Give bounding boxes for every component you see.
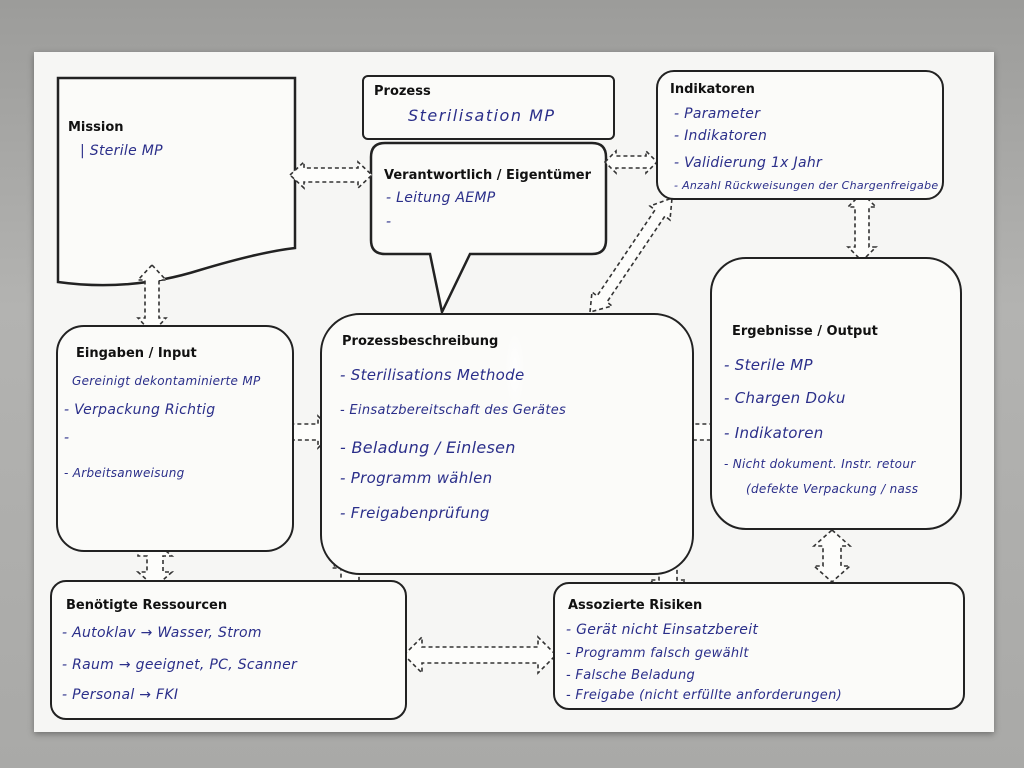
- risiken-item: - Falsche Beladung: [566, 668, 696, 683]
- arrow-indikatoren-ergebnisse: [846, 191, 878, 263]
- ressourcen-title: Benötigte Ressourcen: [66, 598, 228, 613]
- eingaben-item: - Verpackung Richtig: [64, 402, 216, 418]
- prozess-box: [362, 75, 615, 140]
- prozessbeschreibung-item: - Programm wählen: [340, 469, 493, 487]
- verantwortlich-item: -: [386, 214, 392, 230]
- ergebnisse-item: - Nicht dokument. Instr. retour: [724, 457, 916, 471]
- eingaben-title: Eingaben / Input: [76, 346, 197, 361]
- indikatoren-item: - Indikatoren: [674, 128, 768, 144]
- indikatoren-title: Indikatoren: [670, 82, 755, 97]
- ergebnisse-item: - Sterile MP: [724, 356, 813, 374]
- indikatoren-item: - Parameter: [674, 106, 761, 122]
- ressourcen-item: - Personal → FKI: [62, 687, 179, 703]
- verantwortlich-item: - Leitung AEMP: [386, 190, 496, 206]
- arrow-ergebnisse-risiken: [811, 528, 853, 584]
- ergebnisse-item: (defekte Verpackung / nass: [746, 482, 919, 496]
- eingaben-item: Gereinigt dekontaminierte MP: [72, 374, 261, 388]
- ressourcen-item: - Raum → geeignet, PC, Scanner: [62, 657, 298, 673]
- prozessbeschreibung-item: - Beladung / Einlesen: [340, 438, 516, 457]
- verantwortlich-title: Verantwortlich / Eigentümer: [384, 168, 592, 183]
- eingaben-box: [56, 325, 294, 552]
- arrow-mission-verantwortlich: [288, 160, 374, 190]
- mission-title: Mission: [68, 120, 124, 135]
- eingaben-item: -: [64, 430, 70, 446]
- risiken-item: - Programm falsch gewählt: [566, 646, 749, 661]
- mission-box: [56, 76, 297, 287]
- prozessbeschreibung-title: Prozessbeschreibung: [342, 334, 499, 349]
- risiken-box: [553, 582, 965, 710]
- eingaben-item: - Arbeitsanweisung: [64, 466, 185, 480]
- prozess-text: Sterilisation MP: [408, 106, 556, 125]
- ressourcen-box: [50, 580, 407, 720]
- ergebnisse-box: [710, 257, 962, 530]
- indikatoren-item: - Anzahl Rückweisungen der Chargenfreiga…: [674, 179, 939, 192]
- ressourcen-item: - Autoklav → Wasser, Strom: [62, 625, 262, 641]
- prozess-title: Prozess: [374, 84, 431, 99]
- prozessbeschreibung-item: - Freigabenprüfung: [340, 504, 490, 522]
- ergebnisse-title: Ergebnisse / Output: [732, 324, 878, 339]
- indikatoren-box: [656, 70, 944, 200]
- arrow-mission-eingaben: [136, 263, 168, 335]
- arrow-verantwortlich-indikatoren: [603, 149, 659, 175]
- risiken-item: - Gerät nicht Einsatzbereit: [566, 622, 759, 638]
- risiken-title: Assozierte Risiken: [568, 598, 703, 613]
- prozessbeschreibung-item: - Sterilisations Methode: [340, 366, 525, 384]
- arrow-eingaben-ressourcen: [135, 541, 175, 589]
- arrow-ressourcen-risiken: [402, 635, 558, 675]
- risiken-item: - Freigabe (nicht erfüllte anforderungen…: [566, 688, 843, 703]
- verantwortlich-bubble: [369, 141, 608, 316]
- paper-fold-highlight: [505, 330, 525, 410]
- ergebnisse-item: - Chargen Doku: [724, 389, 846, 407]
- prozessbeschreibung-item: - Einsatzbereitschaft des Gerätes: [340, 403, 567, 418]
- arrow-prozess-indikatoren: [589, 196, 673, 314]
- mission-item: | Sterile MP: [80, 143, 163, 159]
- indikatoren-item: - Validierung 1x Jahr: [674, 155, 823, 171]
- ergebnisse-item: - Indikatoren: [724, 424, 824, 442]
